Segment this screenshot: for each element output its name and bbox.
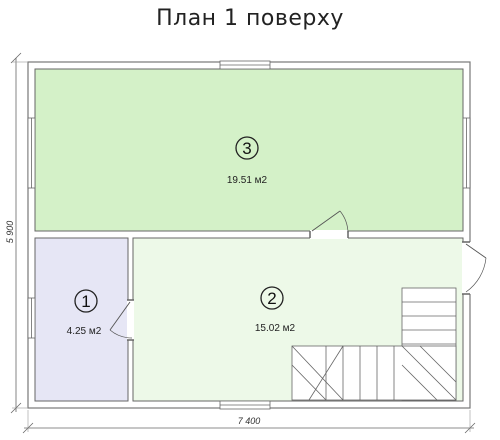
room-3-label: 3 19.51 м2 [227,136,268,186]
room-2-number: 2 [267,289,276,308]
room-1-number-circle [74,289,98,313]
window-left-room1 [27,297,36,339]
dimension-width: 7 400 [22,410,476,434]
room-3-number-circle [235,136,259,160]
room-3-number: 3 [242,139,251,158]
window-right-room3 [462,117,471,189]
room-1-area-text: 4.25 м2 [67,326,102,337]
door-room3-room2 [309,210,349,239]
room-1-label: 1 4.25 м2 [67,289,102,337]
dimension-height: 5 900 [5,52,28,414]
room-2-label: 2 15.02 м2 [255,286,296,334]
room-1-number: 1 [81,292,90,311]
entrance-door [462,241,487,295]
window-top [219,60,271,70]
room-2-number-circle [260,286,284,310]
staircase [291,287,457,401]
dimension-width-text: 7 400 [238,416,261,426]
window-left-room3 [27,117,36,189]
room-1-area [34,237,129,402]
door-room1-room2 [109,299,134,341]
room-2-area-text: 15.02 м2 [255,323,296,334]
dimension-height-text: 5 900 [5,221,15,244]
plan-title: План 1 поверху [156,6,344,31]
room-3-area-text: 19.51 м2 [227,175,268,186]
window-bottom [219,400,271,410]
